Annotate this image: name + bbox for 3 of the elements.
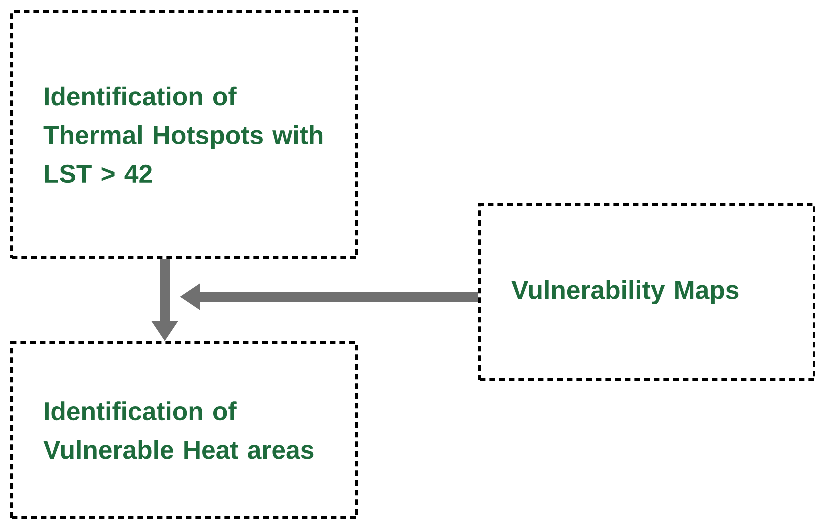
process-box: Identification of Thermal Hotspots with LST > 42 xyxy=(10,10,358,260)
process-box: Identification of Vulnerable Heat areas xyxy=(10,341,358,520)
process-box: Vulnerability Maps xyxy=(478,204,815,382)
